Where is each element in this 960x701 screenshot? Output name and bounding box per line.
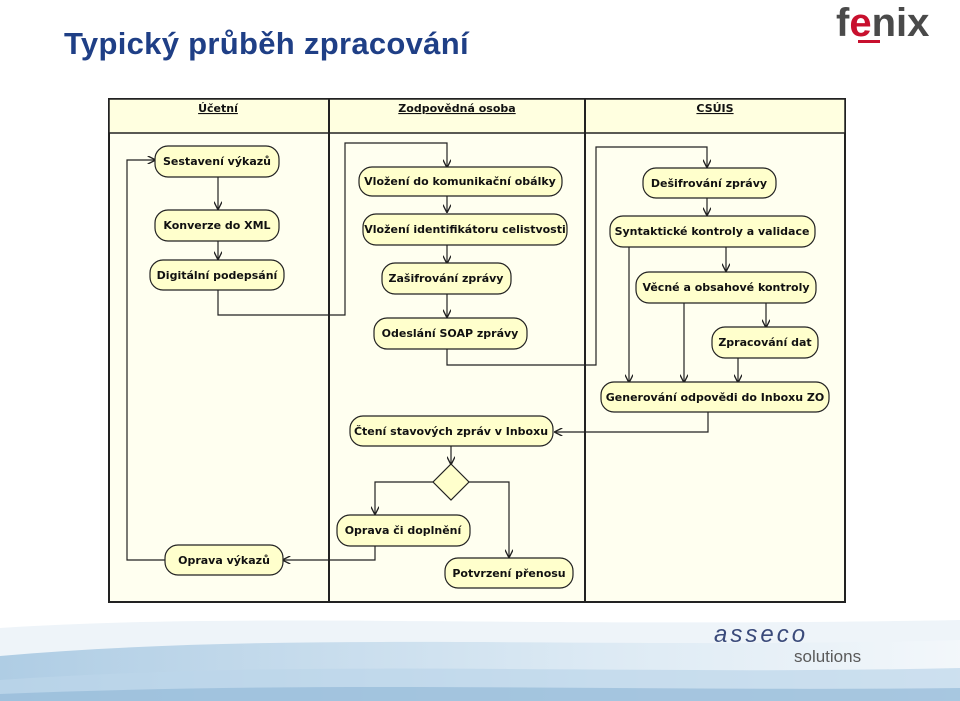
activity-desifrovani (642, 167, 777, 199)
activity-cteni (349, 415, 554, 447)
activity-label: Dešifrování zprávy (651, 177, 767, 190)
activity-vlozeni-identifikatoru (362, 213, 568, 246)
activity-label: Vložení do komunikační obálky (364, 175, 556, 188)
activity-syntakticke (609, 215, 816, 248)
activity-podepsani (149, 259, 285, 291)
page-title: Typický průběh zpracování (64, 26, 469, 61)
flow-arrow (126, 160, 165, 561)
activity-label: Oprava výkazů (178, 554, 270, 567)
activity-vecne (635, 271, 817, 304)
asseco-logo: asseco solutions (714, 622, 861, 666)
activity-diagram: Účetní Zodpovědná osoba CSÚIS (108, 98, 846, 603)
swimlane-header-band (108, 98, 846, 134)
activity-odeslani (373, 317, 528, 350)
activity-label: Vložení identifikátoru celistvosti (364, 223, 566, 236)
flow-arrow (217, 142, 447, 316)
activity-label: Syntaktické kontroly a validace (615, 225, 810, 238)
activity-label: Potvrzení přenosu (452, 567, 565, 580)
lane-header-zodpovedna-osoba: Zodpovědná osoba (398, 102, 515, 115)
activity-label: Sestavení výkazů (163, 155, 271, 168)
activity-oprava-doplneni (336, 514, 471, 547)
activity-label: Věcné a obsahové kontroly (642, 281, 809, 294)
activity-konverze (154, 209, 280, 242)
flow-arrow (283, 546, 376, 560)
svg-text:solutions: solutions (794, 647, 861, 666)
flow-arrow (375, 481, 433, 514)
activity-label: Zpracování dat (718, 336, 811, 349)
decision-diamond (432, 463, 470, 501)
lane-header-ucetni: Účetní (198, 102, 239, 115)
activity-zpracovani (711, 326, 819, 359)
activity-label: Oprava či doplnění (345, 524, 463, 537)
activity-label: Digitální podepsání (157, 269, 279, 282)
fenix-logo: fenix (836, 2, 929, 45)
flow-arrow (446, 146, 707, 366)
activity-label: Čtení stavových zpráv v Inboxu (354, 425, 548, 438)
activity-label: Konverze do XML (163, 219, 270, 232)
svg-text:fenix: fenix (836, 2, 929, 45)
flow-arrow (555, 412, 709, 432)
svg-text:asseco: asseco (714, 622, 808, 648)
activity-potvrzeni (444, 557, 574, 589)
activity-vlozeni-obalky (358, 166, 563, 197)
lane-header-csuis: CSÚIS (696, 102, 733, 115)
activity-sestaveni (154, 145, 280, 178)
activity-generovani (600, 381, 830, 413)
activity-label: Generování odpovědi do Inboxu ZO (606, 391, 824, 404)
activity-label: Zašifrování zprávy (389, 272, 504, 285)
activity-label: Odeslání SOAP zprávy (382, 327, 519, 340)
activity-zasifrovani (381, 262, 512, 295)
footer-swoosh (0, 620, 960, 701)
activity-oprava-vykazu (164, 544, 284, 576)
flow-arrow (469, 481, 509, 557)
